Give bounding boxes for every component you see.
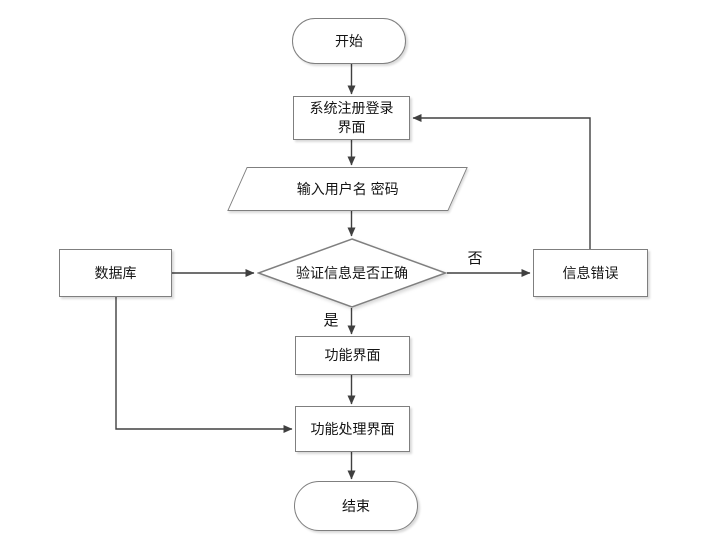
- node-database: 数据库: [59, 249, 172, 297]
- node-input-label: 输入用户名 密码: [296, 180, 399, 197]
- node-end-label: 结束: [342, 497, 370, 514]
- node-start: 开始: [292, 18, 406, 64]
- node-start-label: 开始: [335, 32, 363, 49]
- edge-label-no: 否: [462, 247, 488, 267]
- node-func-label: 功能界面: [324, 347, 381, 363]
- node-database-label: 数据库: [94, 264, 137, 281]
- node-login-label: 系统注册登录界面: [309, 100, 394, 135]
- node-error-label: 信息错误: [562, 264, 619, 281]
- node-function-ui: 功能界面: [295, 336, 410, 375]
- connector-database-process: [115, 297, 293, 433]
- node-login-screen: 系统注册登录界面: [293, 96, 410, 140]
- node-decision-verify: 验证信息是否正确: [256, 238, 448, 308]
- decision-diamond-shape: [256, 238, 448, 308]
- connector-error-login-loop: [412, 114, 591, 249]
- edge-label-yes: 是: [318, 309, 344, 329]
- node-info-error: 信息错误: [533, 249, 648, 297]
- node-function-process-ui: 功能处理界面: [295, 406, 410, 452]
- node-decision-label: 验证信息是否正确: [296, 265, 408, 281]
- node-input-credentials: 输入用户名 密码: [227, 167, 468, 211]
- node-end: 结束: [294, 481, 418, 531]
- node-process-label: 功能处理界面: [310, 420, 395, 437]
